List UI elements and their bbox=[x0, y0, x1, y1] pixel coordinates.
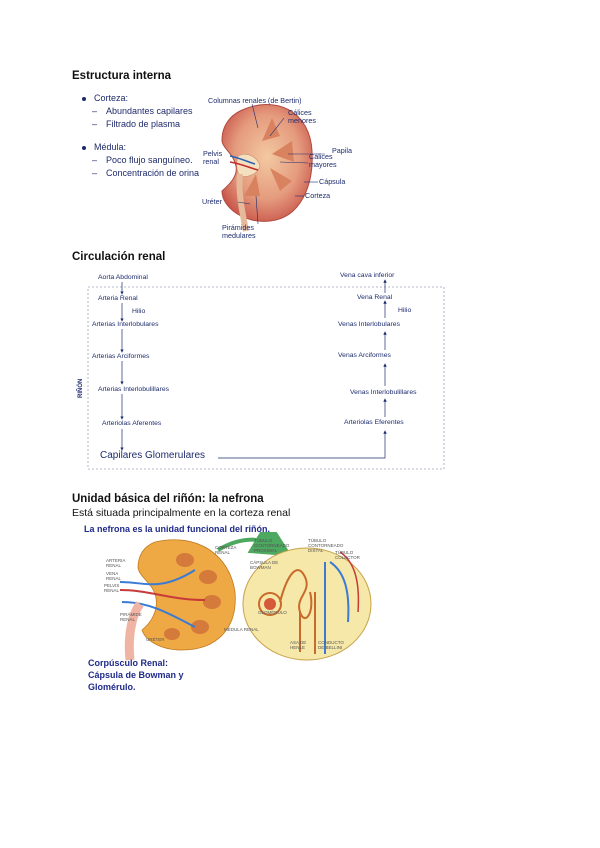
right-flow-0: Vena cava inferior bbox=[340, 272, 395, 279]
kidney-label-papila: Papila bbox=[332, 146, 352, 155]
nefrona-label-capsula-bowman: CÁPSULA DE BOWMAN bbox=[250, 560, 279, 570]
kidney-label-capsula: Cápsula bbox=[319, 177, 346, 186]
nefrona-label-arteria-renal: ARTERIA RENAL bbox=[106, 558, 126, 568]
right-flow-4: Venas Interlobulillares bbox=[350, 389, 417, 396]
nefrona-label-conducto-bellini: CONDUCTO DE BELLINI bbox=[318, 640, 344, 650]
sub-bullet: –Filtrado de plasma bbox=[92, 119, 181, 129]
sub-bullet: –Concentración de orina bbox=[92, 168, 200, 178]
kidney-label-columnas: Columnas renales (de Bertin) bbox=[208, 96, 302, 105]
left-flow-4: Arterias Interlobulillares bbox=[98, 386, 170, 393]
kidney-label-calices-mayores: Cálices mayores bbox=[309, 152, 337, 169]
bullet-corteza: Corteza: bbox=[82, 93, 128, 103]
left-flow-2: Arterias Interlobulares bbox=[92, 321, 159, 328]
left-flow-1: Arteria Renal bbox=[98, 295, 138, 302]
nefrona-subtitle: Está situada principalmente en la cortez… bbox=[72, 507, 291, 519]
section-title-estructura: Estructura interna bbox=[72, 70, 172, 82]
nefrona-label-glomerulo: GLOMÉRULO bbox=[258, 610, 287, 615]
left-flow-0: Aorta Abdominal bbox=[98, 274, 148, 281]
right-flow-5: Arteriolas Eferentes bbox=[344, 419, 404, 426]
kidney-label-calices-menores: Cálices menores bbox=[288, 108, 316, 125]
nefrona-label-ureter: URÉTER bbox=[146, 637, 165, 642]
kidney-label-pelvis: Pelvis renal bbox=[203, 149, 223, 166]
section-title-nefrona: Unidad básica del riñón: la nefrona bbox=[72, 493, 264, 505]
corpusculo-line-1: Corpúsculo Renal: bbox=[88, 658, 169, 668]
kidney-section-illustration bbox=[221, 103, 325, 232]
nephron-illustration bbox=[119, 532, 372, 661]
section-title-circulacion: Circulación renal bbox=[72, 251, 166, 263]
nefrona-label-corteza: CORTEZA RENAL bbox=[215, 545, 237, 555]
right-flow-2: Venas Interlobulares bbox=[338, 321, 400, 328]
nefrona-label-pelvis-renal: PELVIS RENAL bbox=[104, 583, 120, 593]
kidney-label-piramides: Pirámides medulares bbox=[222, 223, 256, 240]
left-flow-3: Arterias Arciformes bbox=[92, 353, 150, 360]
sub-bullet: –Abundantes capilares bbox=[92, 106, 193, 116]
right-flow-3: Venas Arciformes bbox=[338, 352, 391, 359]
kidney-label-ureter: Uréter bbox=[202, 197, 222, 206]
kidney-label-corteza: Corteza bbox=[305, 191, 331, 200]
corpusculo-line-2: Cápsula de Bowman y bbox=[88, 670, 184, 680]
hilio-left: Hilio bbox=[132, 308, 146, 315]
nefrona-label-medula: MÉDULA RENAL bbox=[224, 627, 259, 632]
capilares-glomerulares: Capilares Glomerulares bbox=[100, 450, 206, 461]
rinon-side-label: RIÑÓN bbox=[78, 378, 84, 398]
nefrona-label-asa-henle: ASA DE HENLE bbox=[290, 640, 307, 650]
nefrona-label-tubulo-prox: TÚBULO CONTORNEADO PROXIMAL bbox=[254, 538, 290, 553]
nefrona-label-piramide: PIRÁMIDE RENAL bbox=[120, 612, 142, 622]
sub-bullet: –Poco flujo sanguíneo. bbox=[92, 155, 193, 165]
bullet-medula: Médula: bbox=[82, 142, 126, 152]
left-flow-5: Arteriolas Aferentes bbox=[102, 420, 162, 427]
corpusculo-line-3: Glomérulo. bbox=[88, 682, 136, 692]
nefrona-label-tubulo-dist: TÚBULO CONTORNEADO DISTAL bbox=[308, 538, 344, 553]
nefrona-label-tubulo-col: TÚBULO COLECTOR bbox=[335, 550, 360, 560]
nefrona-figure-caption: La nefrona es la unidad funcional del ri… bbox=[84, 524, 271, 534]
nefrona-label-vena-renal: VENA RENAL bbox=[106, 571, 122, 581]
right-flow-1: Vena Renal bbox=[357, 294, 393, 301]
hilio-right: Hilio bbox=[398, 307, 412, 314]
